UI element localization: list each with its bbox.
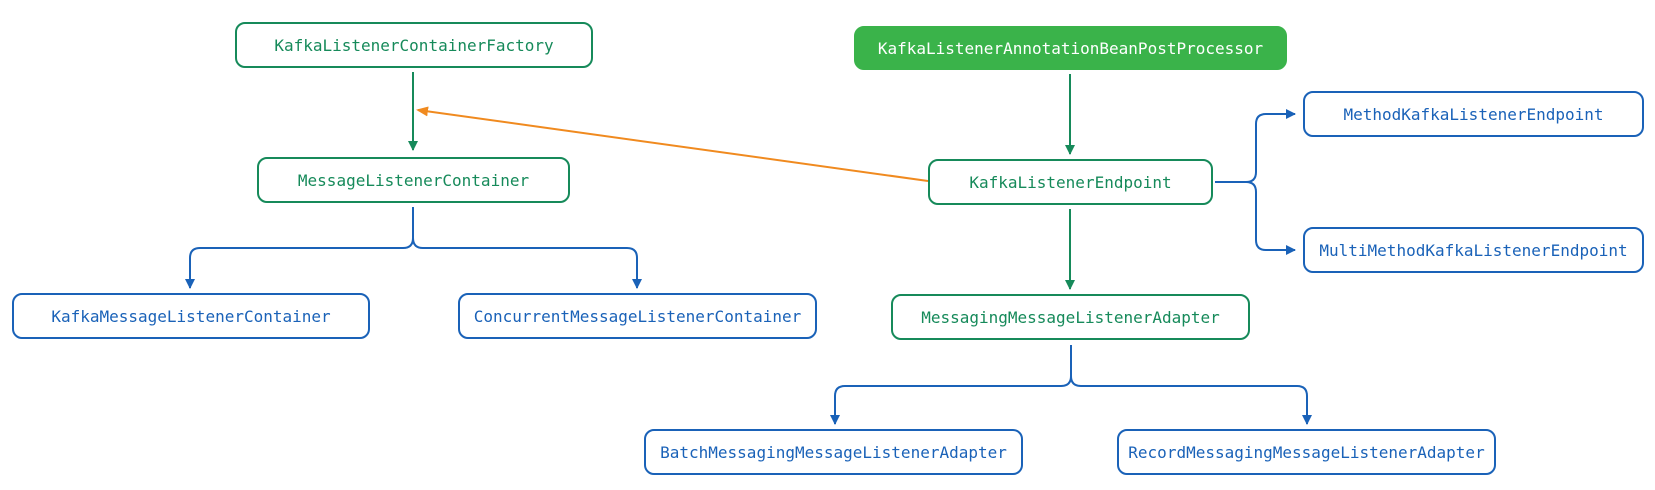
- edge-adapter-to-record-adapter: [1070, 345, 1312, 425]
- edge-endpoint-to-method-endpoint: [1215, 109, 1296, 183]
- node-kafka-listener-endpoint: KafkaListenerEndpoint: [928, 159, 1213, 205]
- node-kafka-listener-annotation-bean-post-processor: KafkaListenerAnnotationBeanPostProcessor: [854, 26, 1287, 70]
- node-method-kafka-listener-endpoint: MethodKafkaListenerEndpoint: [1303, 91, 1644, 137]
- node-multi-method-kafka-listener-endpoint: MultiMethodKafkaListenerEndpoint: [1303, 227, 1644, 273]
- edge-container-to-kafka-container: [185, 207, 414, 289]
- node-batch-messaging-message-listener-adapter: BatchMessagingMessageListenerAdapter: [644, 429, 1023, 475]
- node-kafka-message-listener-container: KafkaMessageListenerContainer: [12, 293, 370, 339]
- node-record-messaging-message-listener-adapter: RecordMessagingMessageListenerAdapter: [1117, 429, 1496, 475]
- edge-adapter-to-batch-adapter: [830, 345, 1072, 425]
- node-messaging-message-listener-adapter: MessagingMessageListenerAdapter: [891, 294, 1250, 340]
- edge-container-to-concurrent-container: [412, 207, 642, 289]
- node-message-listener-container: MessageListenerContainer: [257, 157, 570, 203]
- edge-endpoint-to-multi-method-endpoint: [1215, 181, 1296, 255]
- node-concurrent-message-listener-container: ConcurrentMessageListenerContainer: [458, 293, 817, 339]
- edge-endpoint-to-factory: [416, 106, 929, 182]
- node-kafka-listener-container-factory: KafkaListenerContainerFactory: [235, 22, 593, 68]
